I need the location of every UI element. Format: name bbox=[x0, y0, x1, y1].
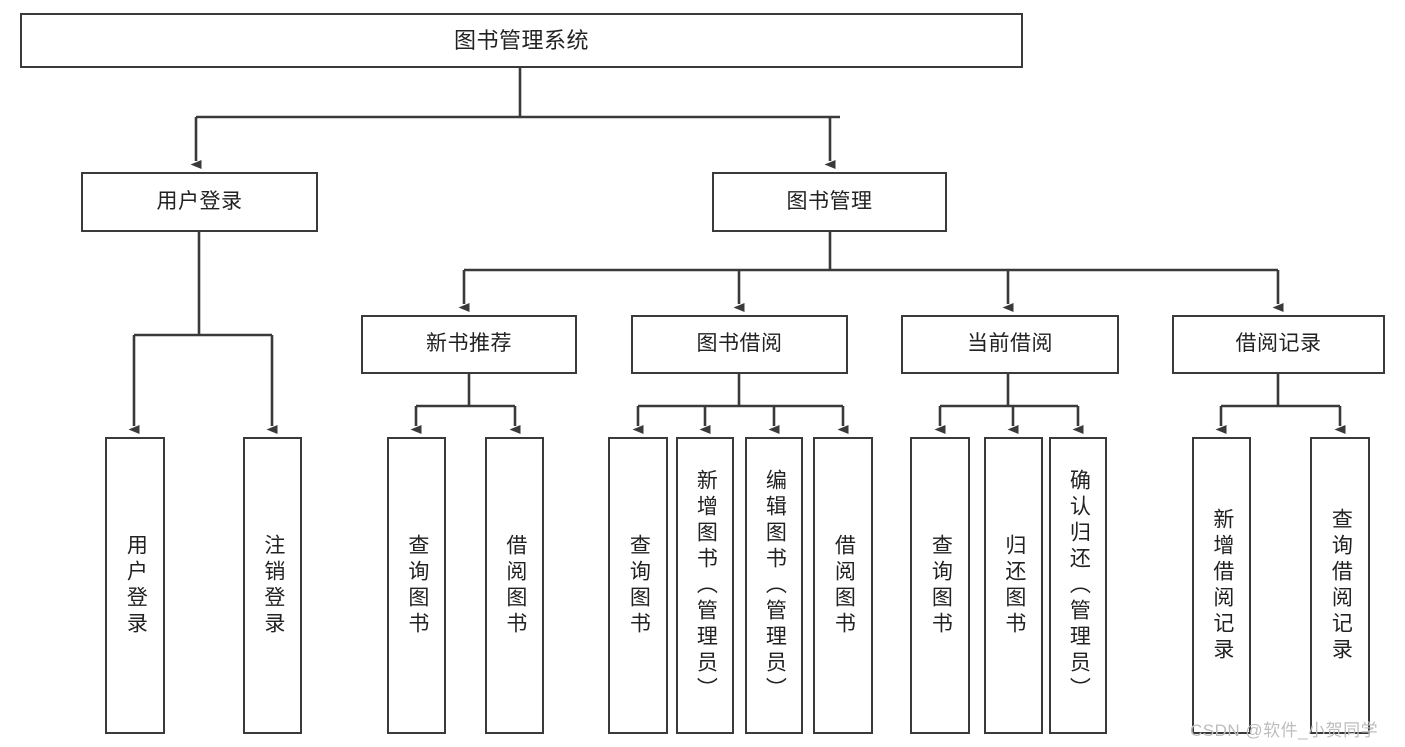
node-leaf-add-book-label: 新增图书（管理员） bbox=[694, 468, 718, 703]
node-leaf-confirm-return-label: 确认归还（管理员） bbox=[1067, 468, 1091, 703]
node-leaf-logout[interactable]: 注销登录 bbox=[243, 437, 302, 734]
node-leaf-borrow-book-2[interactable]: 借阅图书 bbox=[813, 437, 873, 734]
node-leaf-query-book-2-label: 查询图书 bbox=[627, 533, 651, 638]
node-leaf-query-book-3-label: 查询图书 bbox=[929, 533, 953, 638]
node-leaf-edit-book[interactable]: 编辑图书（管理员） bbox=[745, 437, 803, 734]
node-leaf-user-login-label: 用户登录 bbox=[124, 533, 148, 638]
node-user-login-label: 用户登录 bbox=[156, 189, 243, 213]
node-leaf-borrow-book-1-label: 借阅图书 bbox=[503, 533, 527, 638]
node-leaf-add-record[interactable]: 新增借阅记录 bbox=[1192, 437, 1251, 734]
node-leaf-add-book[interactable]: 新增图书（管理员） bbox=[676, 437, 734, 734]
node-borrow-record-label: 借阅记录 bbox=[1235, 332, 1322, 356]
node-root[interactable]: 图书管理系统 bbox=[20, 13, 1023, 68]
node-leaf-borrow-book-2-label: 借阅图书 bbox=[832, 533, 856, 638]
node-leaf-return-book[interactable]: 归还图书 bbox=[984, 437, 1043, 734]
node-book-manage[interactable]: 图书管理 bbox=[712, 172, 947, 232]
node-root-label: 图书管理系统 bbox=[453, 27, 589, 53]
node-user-login[interactable]: 用户登录 bbox=[81, 172, 318, 232]
node-new-book-rec-label: 新书推荐 bbox=[426, 332, 512, 356]
node-leaf-logout-label: 注销登录 bbox=[261, 533, 285, 638]
node-leaf-query-record[interactable]: 查询借阅记录 bbox=[1310, 437, 1370, 734]
node-leaf-query-record-label: 查询借阅记录 bbox=[1329, 507, 1353, 664]
node-book-borrow[interactable]: 图书借阅 bbox=[631, 315, 848, 374]
node-leaf-return-book-label: 归还图书 bbox=[1002, 533, 1026, 638]
node-leaf-query-book-1[interactable]: 查询图书 bbox=[387, 437, 446, 734]
node-current-borrow[interactable]: 当前借阅 bbox=[901, 315, 1119, 374]
node-leaf-query-book-3[interactable]: 查询图书 bbox=[910, 437, 970, 734]
node-leaf-add-record-label: 新增借阅记录 bbox=[1210, 507, 1234, 664]
node-new-book-rec[interactable]: 新书推荐 bbox=[361, 315, 577, 374]
node-leaf-borrow-book-1[interactable]: 借阅图书 bbox=[485, 437, 544, 734]
node-leaf-confirm-return[interactable]: 确认归还（管理员） bbox=[1049, 437, 1107, 734]
node-leaf-edit-book-label: 编辑图书（管理员） bbox=[763, 468, 787, 703]
node-current-borrow-label: 当前借阅 bbox=[967, 332, 1053, 356]
node-leaf-query-book-2[interactable]: 查询图书 bbox=[608, 437, 668, 734]
csdn-watermark: CSDN @软件_小贺同学 bbox=[1190, 721, 1379, 740]
node-book-borrow-label: 图书借阅 bbox=[696, 332, 783, 356]
node-leaf-user-login[interactable]: 用户登录 bbox=[105, 437, 165, 734]
node-borrow-record[interactable]: 借阅记录 bbox=[1172, 315, 1385, 374]
node-book-manage-label: 图书管理 bbox=[786, 189, 873, 213]
node-leaf-query-book-1-label: 查询图书 bbox=[405, 533, 429, 638]
